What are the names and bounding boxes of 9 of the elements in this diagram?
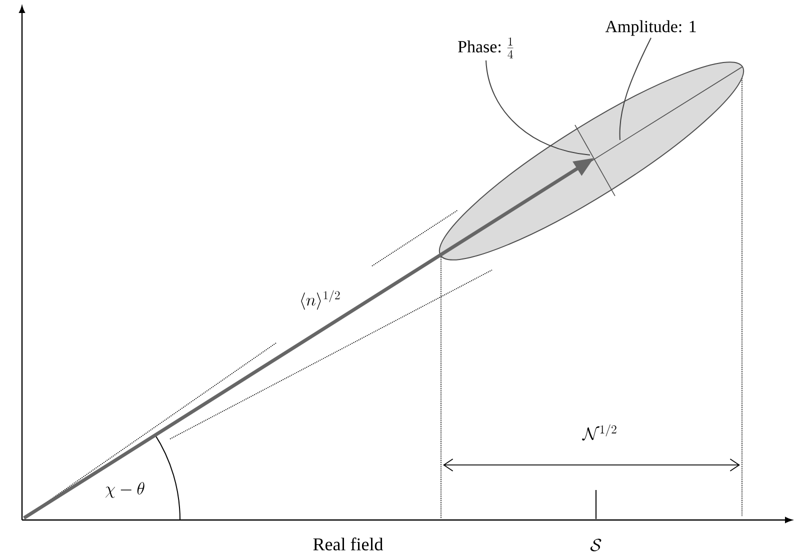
caption-text: Amplitude: 1 (605, 20, 696, 36)
vector-label: $\langle n\rangle^{1/2}$ (301, 290, 340, 310)
tick-label: $\mathcal{S}$ (590, 538, 602, 552)
dimension-label: $\mathcal{N}^{1/2}$ (582, 424, 616, 440)
leader-line (486, 60, 590, 156)
leader-line (619, 37, 652, 140)
axis-label: Real field (313, 538, 384, 550)
caption-text: Phase: $\frac{1}{4}$ (458, 38, 514, 58)
angle-label: $\chi-\theta$ (106, 482, 144, 498)
